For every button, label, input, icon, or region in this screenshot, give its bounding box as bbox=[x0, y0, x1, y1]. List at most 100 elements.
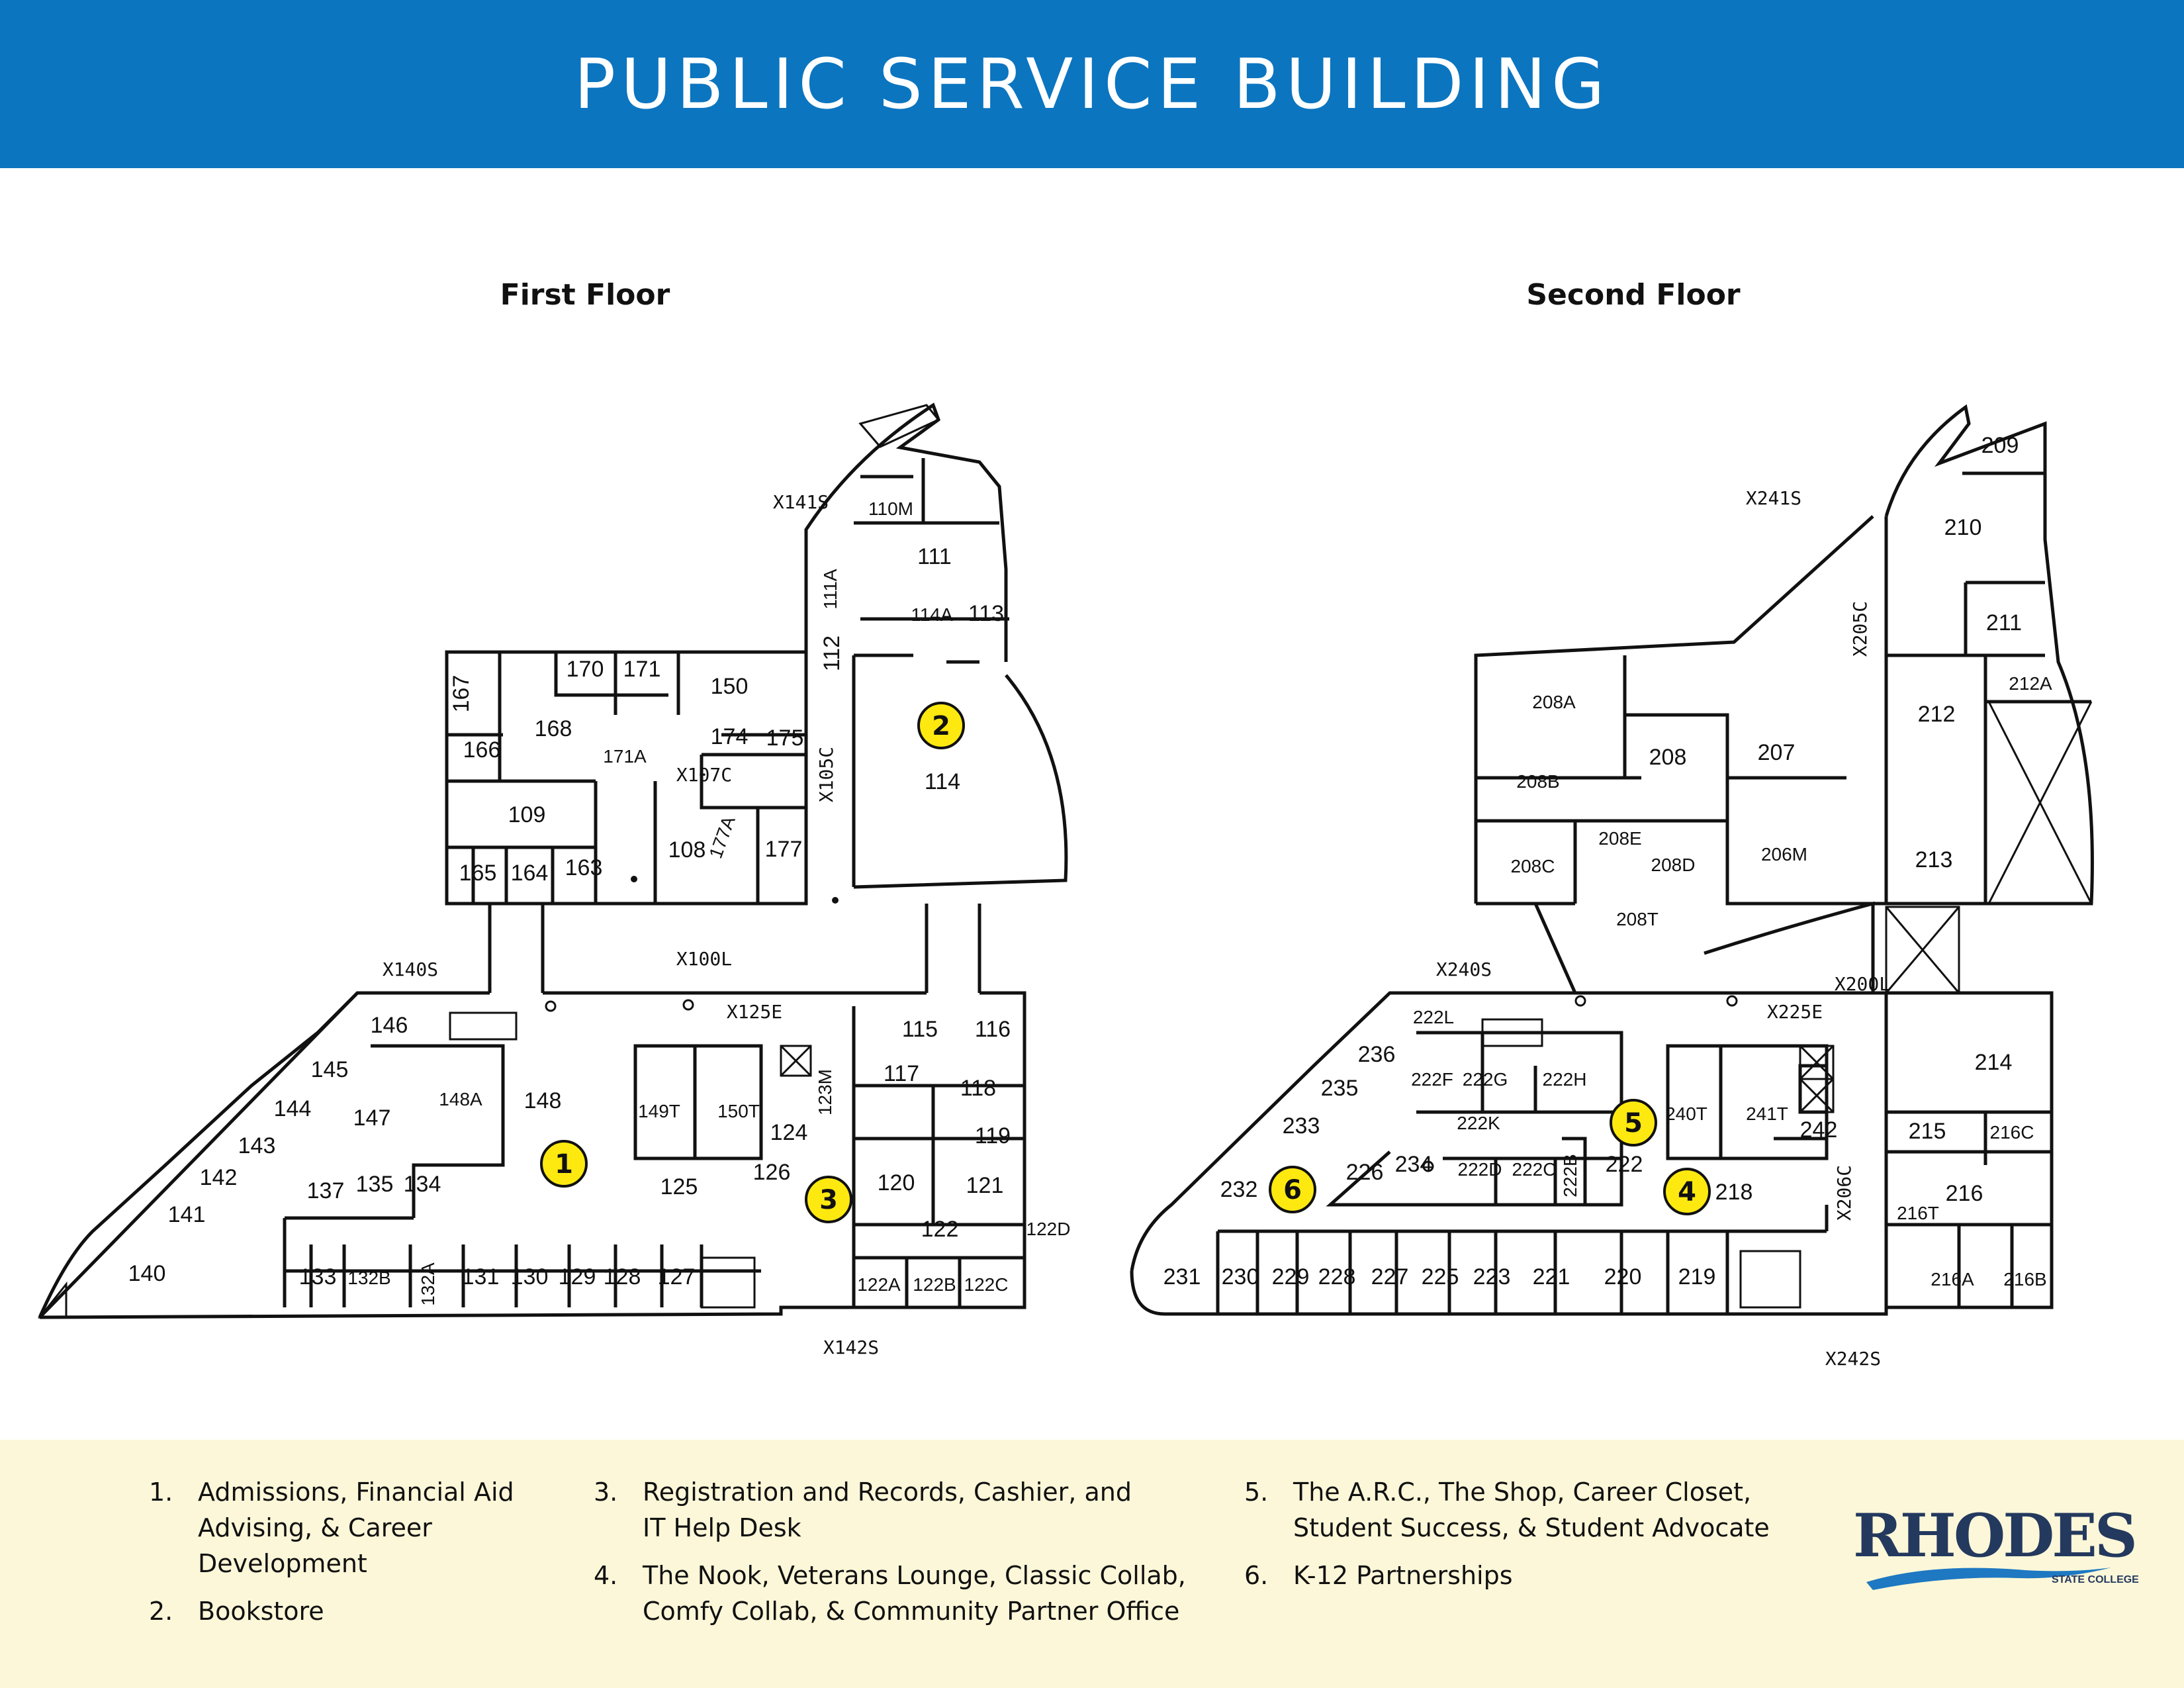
first-floor-room-x105c: X105C bbox=[815, 747, 837, 802]
first-floor-room-177a: 177A bbox=[705, 813, 739, 861]
header-bar: PUBLIC SERVICE BUILDING bbox=[0, 0, 2184, 168]
logo-wordmark: RHODES bbox=[1853, 1501, 2138, 1571]
first-floor-room-133: 133 bbox=[299, 1264, 337, 1289]
second-floor-room-222: 222 bbox=[1606, 1152, 1643, 1177]
marker-4-label: 4 bbox=[1678, 1177, 1696, 1207]
second-floor-room-x200l: X200L bbox=[1835, 973, 1890, 995]
second-floor-room-208a: 208A bbox=[1532, 692, 1576, 712]
legend-text-line: The Nook, Veterans Lounge, Classic Colla… bbox=[643, 1561, 1186, 1590]
legend-panel: 1. Admissions, Financial Aid Advising, &… bbox=[0, 1440, 2184, 1688]
first-floor-room-116: 116 bbox=[975, 1017, 1011, 1042]
first-floor-room-167: 167 bbox=[449, 675, 474, 713]
second-floor-room-222k: 222K bbox=[1457, 1113, 1500, 1133]
marker-2-circle bbox=[917, 702, 965, 749]
second-floor-room-210: 210 bbox=[1944, 515, 1982, 540]
second-floor-room-228: 228 bbox=[1318, 1264, 1356, 1289]
second-floor-room-231: 231 bbox=[1163, 1264, 1201, 1289]
first-floor-room-135: 135 bbox=[356, 1172, 394, 1197]
marker-3-label: 3 bbox=[819, 1185, 838, 1215]
logo-subtitle: STATE COLLEGE bbox=[2052, 1574, 2139, 1585]
rhodes-state-college-logo: RHODES STATE COLLEGE bbox=[1853, 1503, 2139, 1595]
first-floor-room-126: 126 bbox=[753, 1160, 791, 1185]
second-floor-room-x242s: X242S bbox=[1825, 1348, 1881, 1370]
first-floor-room-171: 171 bbox=[623, 657, 661, 682]
legend-number: 4. bbox=[594, 1561, 618, 1590]
legend-item-1: 1. Admissions, Financial Aid Advising, &… bbox=[149, 1474, 559, 1587]
second-floor-room-219: 219 bbox=[1678, 1264, 1716, 1289]
first-floor-room-123m: 123M bbox=[815, 1069, 835, 1115]
second-floor-room-226: 226 bbox=[1346, 1160, 1384, 1185]
first-floor-room-171a: 171A bbox=[603, 746, 647, 767]
second-floor-room-216b: 216B bbox=[2003, 1269, 2046, 1289]
second-floor-room-215: 215 bbox=[1909, 1119, 1946, 1144]
legend-item-3: 3. Registration and Records, Cashier, an… bbox=[594, 1474, 1189, 1554]
legend-number: 5. bbox=[1244, 1477, 1269, 1507]
first-floor-room-164: 164 bbox=[511, 861, 549, 886]
second-floor-room-216a: 216A bbox=[1931, 1269, 1974, 1289]
first-floor-room-148a: 148A bbox=[439, 1089, 482, 1109]
first-floor-room-163: 163 bbox=[565, 855, 603, 880]
first-floor-room-x100l: X100L bbox=[676, 948, 732, 970]
second-floor-room-223: 223 bbox=[1473, 1264, 1511, 1289]
first-floor-room-142: 142 bbox=[200, 1165, 238, 1190]
first-floor-room-129: 129 bbox=[559, 1264, 596, 1289]
first-floor-room-121: 121 bbox=[966, 1173, 1004, 1198]
first-floor-room-150: 150 bbox=[711, 674, 749, 699]
first-floor-room-124: 124 bbox=[770, 1120, 808, 1145]
first-floor-room-175: 175 bbox=[766, 726, 804, 751]
second-floor-room-222b: 222B bbox=[1560, 1154, 1580, 1197]
first-floor-room-109: 109 bbox=[508, 802, 546, 827]
first-floor-room-146: 146 bbox=[371, 1013, 408, 1038]
second-floor-room-234: 234 bbox=[1395, 1152, 1433, 1177]
first-floor-room-110m: 110M bbox=[868, 498, 913, 519]
legend-text-line: Student Success, & Student Advocate bbox=[1293, 1513, 1770, 1542]
first-floor-room-141: 141 bbox=[168, 1202, 206, 1227]
legend-item-4: 4. The Nook, Veterans Lounge, Classic Co… bbox=[594, 1558, 1242, 1637]
legend-text-line: The A.R.C., The Shop, Career Closet, bbox=[1293, 1477, 1752, 1507]
first-floor-room-170: 170 bbox=[567, 657, 604, 682]
second-floor-room-229: 229 bbox=[1272, 1264, 1310, 1289]
first-floor-room-147: 147 bbox=[353, 1105, 391, 1131]
marker-1-label: 1 bbox=[555, 1149, 573, 1180]
first-floor-room-165: 165 bbox=[459, 861, 497, 886]
first-floor-room-177: 177 bbox=[765, 837, 803, 862]
first-floor-room-132a: 132A bbox=[418, 1262, 438, 1306]
first-floor-room-122d: 122D bbox=[1026, 1219, 1071, 1239]
second-floor-room-222d: 222D bbox=[1458, 1159, 1502, 1180]
second-floor-room-208: 208 bbox=[1649, 745, 1687, 770]
marker-6-circle bbox=[1269, 1166, 1316, 1213]
second-floor-room-221: 221 bbox=[1533, 1264, 1570, 1289]
first-floor-label: First Floor bbox=[500, 278, 670, 312]
first-floor-room-174: 174 bbox=[711, 724, 749, 749]
first-floor-room-111a: 111A bbox=[820, 569, 841, 610]
first-floor-room-125: 125 bbox=[660, 1174, 698, 1199]
second-floor-room-208e: 208E bbox=[1598, 828, 1641, 849]
second-floor-room-208t: 208T bbox=[1616, 909, 1659, 929]
legend-text-line: K-12 Partnerships bbox=[1293, 1561, 1513, 1590]
first-floor-room-168: 168 bbox=[535, 716, 572, 741]
second-floor-room-208c: 208C bbox=[1511, 856, 1555, 876]
second-floor-room-222l: 222L bbox=[1413, 1007, 1454, 1027]
legend-item-5: 5. The A.R.C., The Shop, Career Closet, … bbox=[1244, 1474, 1840, 1554]
second-floor-room-222f: 222F bbox=[1411, 1069, 1453, 1090]
second-floor-room-216t: 216T bbox=[1897, 1203, 1939, 1223]
first-floor-room-128: 128 bbox=[604, 1264, 641, 1289]
first-floor-room-144: 144 bbox=[274, 1096, 312, 1121]
legend-text-line: Development bbox=[198, 1549, 367, 1578]
second-floor-room-213: 213 bbox=[1915, 847, 1953, 872]
first-floor-room-x141s: X141S bbox=[773, 491, 829, 513]
first-floor-room-149t: 149T bbox=[638, 1101, 680, 1121]
first-floor-room-114a: 114A bbox=[911, 604, 953, 625]
second-floor-room-209: 209 bbox=[1981, 433, 2019, 458]
first-floor-room-108: 108 bbox=[668, 837, 706, 863]
second-floor-room-211: 211 bbox=[1986, 610, 2022, 635]
first-floor-room-120: 120 bbox=[878, 1170, 915, 1196]
first-floor-room-132b: 132B bbox=[347, 1268, 390, 1288]
marker-5-circle bbox=[1610, 1099, 1657, 1147]
marker-4-circle bbox=[1663, 1168, 1711, 1215]
second-floor-room-222h: 222H bbox=[1543, 1069, 1587, 1090]
